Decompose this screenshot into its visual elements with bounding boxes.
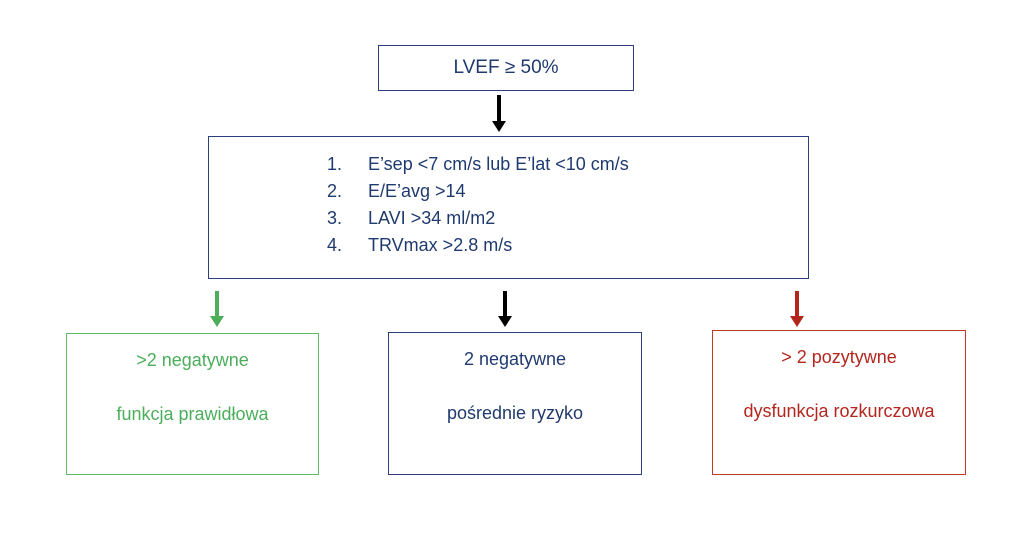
criteria-number: 3. <box>327 208 343 228</box>
criteria-number: 1. <box>327 154 343 174</box>
outcome-intermediate-box: 2 negatywne pośrednie ryzyko <box>388 332 642 475</box>
criteria-item: 3. LAVI >34 ml/m2 <box>327 205 629 232</box>
criteria-text: E’sep <7 cm/s lub E’lat <10 cm/s <box>368 154 629 174</box>
criteria-text: LAVI >34 ml/m2 <box>368 208 496 228</box>
outcome-title: >2 negatywne <box>136 350 249 370</box>
outcome-normal-box: >2 negatywne funkcja prawidłowa <box>66 333 319 475</box>
criteria-text: E/E’avg >14 <box>368 181 466 201</box>
arrow-down-red-icon <box>790 291 804 327</box>
outcome-title: > 2 pozytywne <box>781 347 897 367</box>
lvef-box: LVEF ≥ 50% <box>378 45 634 91</box>
criteria-item: 1. E’sep <7 cm/s lub E’lat <10 cm/s <box>327 151 629 178</box>
outcome-description: dysfunkcja rozkurczowa <box>743 401 935 421</box>
arrow-down-black-icon <box>498 291 512 327</box>
outcome-dysfunction-box: > 2 pozytywne dysfunkcja rozkurczowa <box>712 330 966 475</box>
outcome-description: pośrednie ryzyko <box>446 403 584 423</box>
arrow-down-green-icon <box>210 291 224 327</box>
lvef-label: LVEF ≥ 50% <box>453 57 559 78</box>
outcome-title: 2 negatywne <box>463 349 567 369</box>
outcome-description: funkcja prawidłowa <box>116 404 269 424</box>
criteria-text: TRVmax >2.8 m/s <box>368 235 513 255</box>
arrow-down-icon <box>492 95 506 132</box>
criteria-list: 1. E’sep <7 cm/s lub E’lat <10 cm/s 2. E… <box>327 151 629 259</box>
criteria-number: 4. <box>327 235 343 255</box>
criteria-item: 2. E/E’avg >14 <box>327 178 629 205</box>
criteria-item: 4. TRVmax >2.8 m/s <box>327 232 629 259</box>
criteria-number: 2. <box>327 181 343 201</box>
criteria-box: 1. E’sep <7 cm/s lub E’lat <10 cm/s 2. E… <box>208 136 809 279</box>
